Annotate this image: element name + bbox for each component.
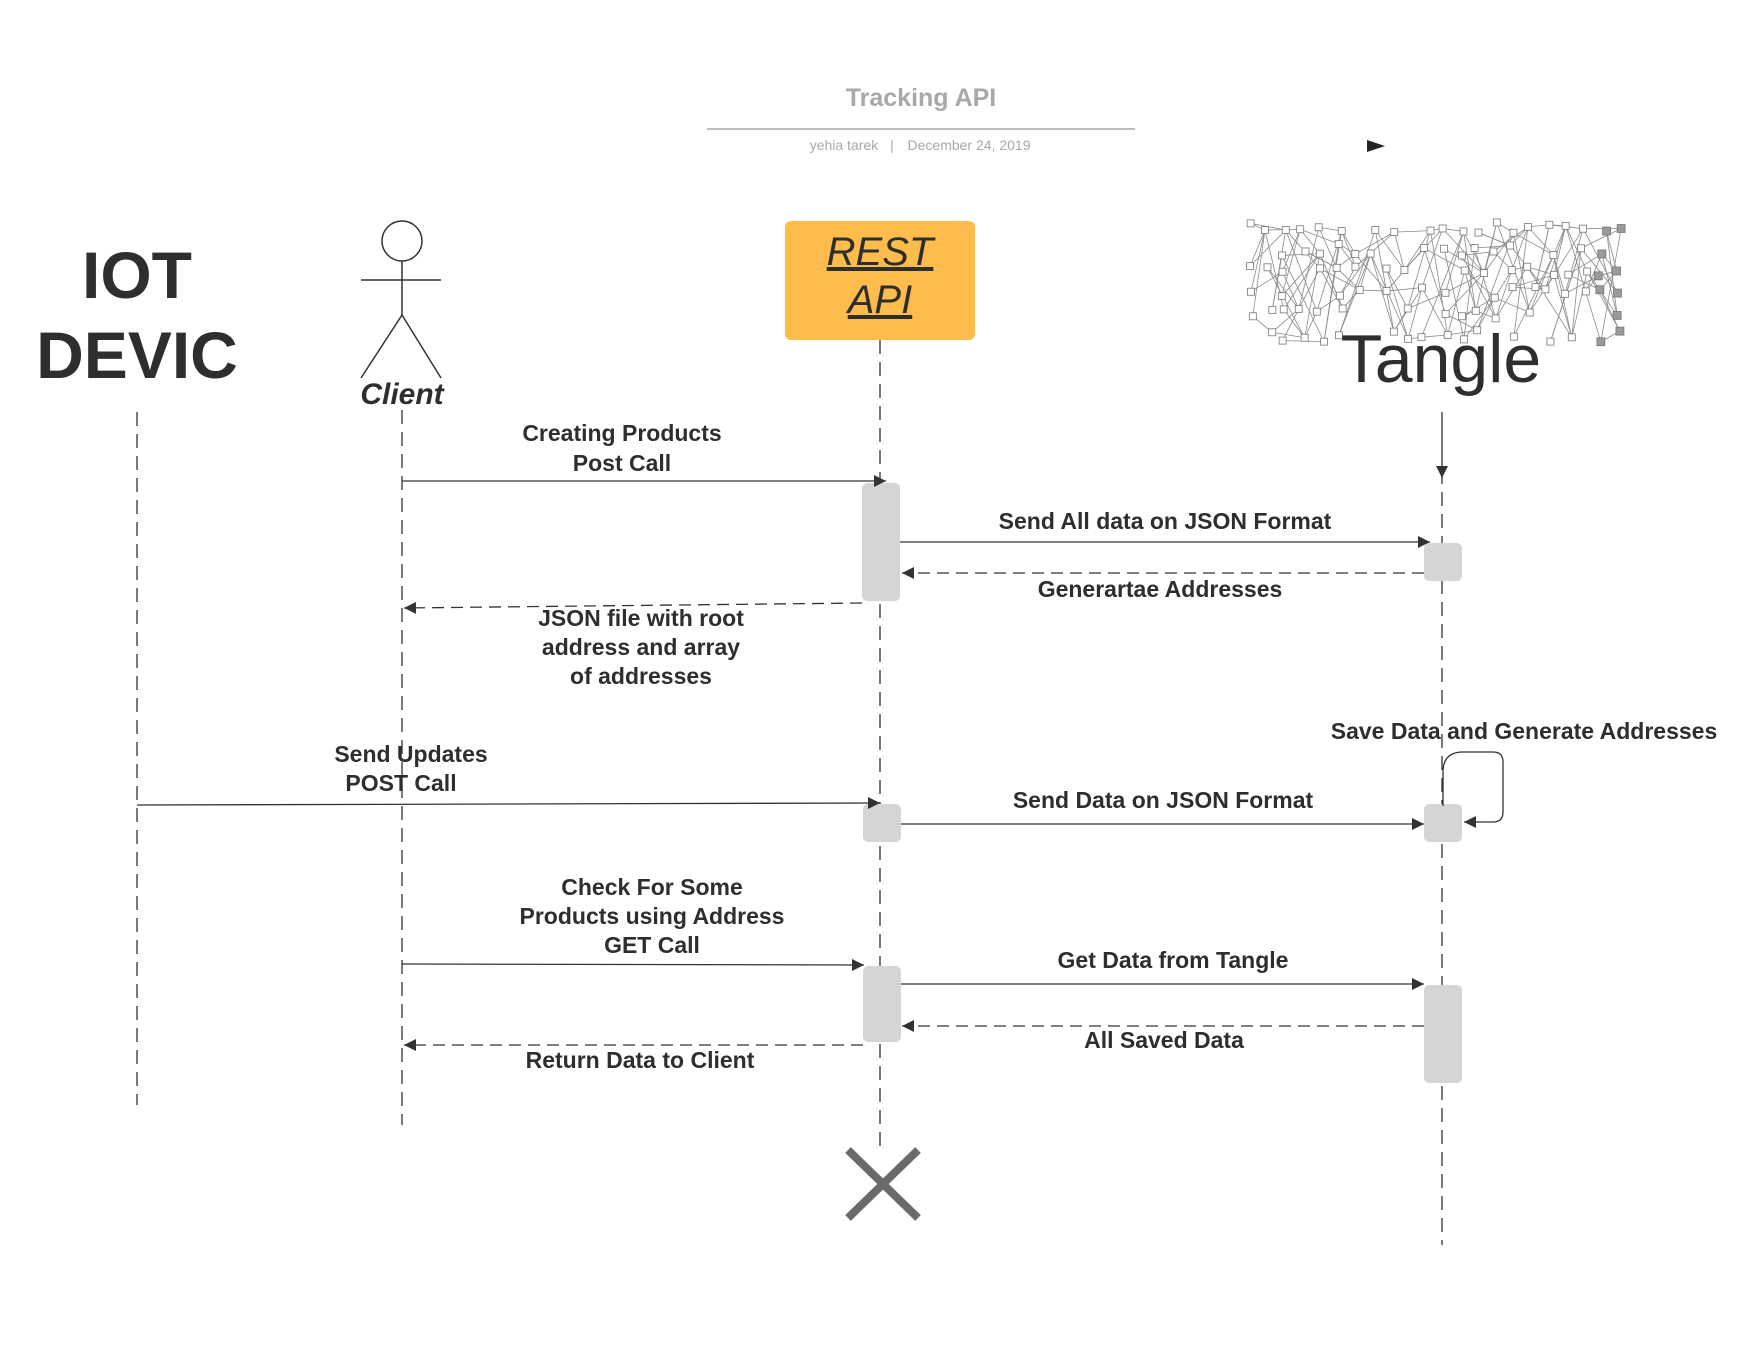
pointer-arrow-icon	[1367, 140, 1385, 152]
diagram-title: Tracking API	[846, 84, 997, 112]
json-file-label-line2: address and array	[542, 634, 740, 660]
message-send-updates: Send Updates POST Call	[136, 741, 881, 810]
iot-label-line1: IOT	[82, 238, 192, 312]
all-saved-data-label: All Saved Data	[1084, 1027, 1244, 1053]
client-label: Client	[360, 378, 445, 411]
tangle-label: Tangle	[1341, 321, 1541, 397]
diagram-header: Tracking API yehia tarek | December 24, …	[707, 84, 1385, 153]
activation-tangle-2	[1424, 804, 1462, 842]
activation-api-1	[862, 483, 900, 601]
message-save-data-self: Save Data and Generate Addresses	[1331, 718, 1718, 828]
json-file-label-line3: of addresses	[570, 663, 712, 689]
json-file-arrow	[403, 601, 863, 614]
message-create-products: Creating Products Post Call	[402, 420, 886, 487]
save-data-self-arrow	[1442, 751, 1504, 828]
activation-tangle-3	[1424, 985, 1462, 1083]
message-all-saved-data: All Saved Data	[902, 1020, 1424, 1053]
participant-rest-api: REST API	[785, 221, 975, 340]
save-data-label: Save Data and Generate Addresses	[1331, 718, 1718, 744]
create-products-label-line1: Creating Products	[522, 420, 721, 446]
participant-tangle: Tangle	[1246, 218, 1626, 397]
check-products-label-line3: GET Call	[604, 932, 700, 958]
activation-api-3	[863, 966, 901, 1042]
generate-addresses-label: Generartae Addresses	[1038, 576, 1283, 602]
tangle-graph-icon	[1246, 218, 1626, 347]
return-data-label: Return Data to Client	[526, 1047, 755, 1073]
message-generate-addresses: Generartae Addresses	[902, 567, 1424, 602]
check-products-arrow	[401, 958, 865, 971]
participant-client: Client	[360, 220, 446, 411]
iot-label-line2: DEVIC	[36, 318, 238, 392]
document-date: December 24, 2019	[908, 137, 1031, 153]
message-send-data: Send Data on JSON Format	[901, 787, 1424, 830]
rest-api-label-line2: API	[846, 278, 912, 322]
send-updates-label-line2: POST Call	[345, 770, 456, 796]
send-updates-label-line1: Send Updates	[334, 741, 487, 767]
send-data-label: Send Data on JSON Format	[1013, 787, 1314, 813]
check-products-label-line2: Products using Address	[520, 903, 785, 929]
json-file-label-line1: JSON file with root	[538, 605, 744, 631]
x-destroy-icon	[845, 1147, 921, 1221]
get-data-label: Get Data from Tangle	[1058, 947, 1289, 973]
rest-api-label-line1: REST	[827, 230, 936, 274]
activation-bars	[862, 483, 1462, 1083]
activation-api-2	[863, 804, 901, 842]
message-check-products: Check For Some Products using Address GE…	[401, 874, 865, 971]
stick-figure-icon	[360, 220, 442, 379]
author-name: yehia tarek	[810, 137, 879, 153]
header-separator: |	[890, 137, 894, 153]
message-return-data: Return Data to Client	[404, 1039, 863, 1073]
participant-iot-device: IOT DEVIC	[36, 238, 238, 392]
message-get-data: Get Data from Tangle	[901, 947, 1424, 990]
send-all-data-label: Send All data on JSON Format	[999, 508, 1332, 534]
message-json-file: JSON file with root address and array of…	[403, 601, 863, 689]
message-send-all-data: Send All data on JSON Format	[900, 508, 1430, 548]
create-products-label-line2: Post Call	[573, 450, 671, 476]
send-updates-arrow	[136, 797, 881, 810]
activation-tangle-1	[1424, 543, 1462, 581]
rest-api-box	[785, 221, 975, 340]
check-products-label-line1: Check For Some	[561, 874, 743, 900]
